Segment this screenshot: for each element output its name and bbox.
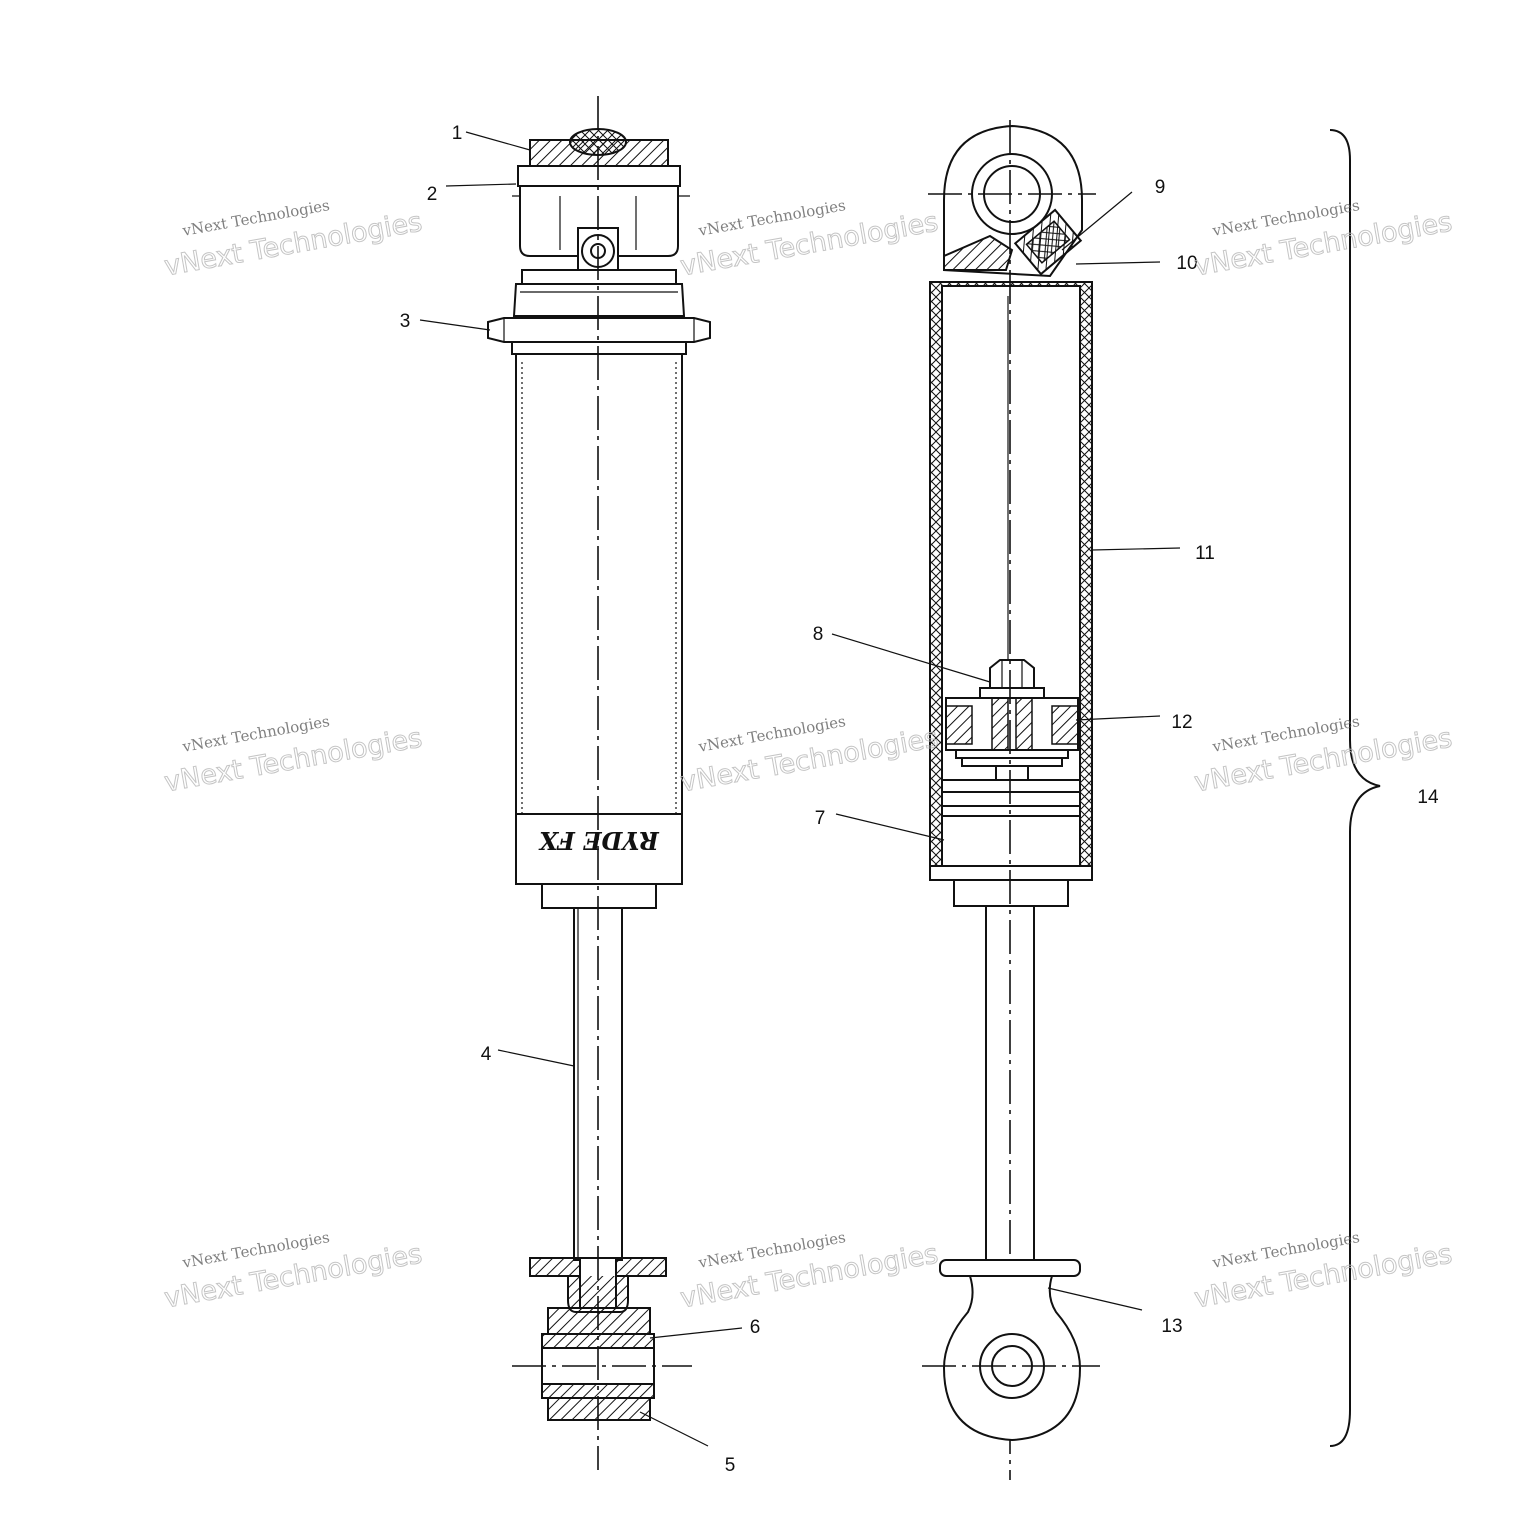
callout-9: 9 [1155,177,1166,198]
watermark: vNext Technologies vNext Technologies [678,196,941,283]
piston-nut [989,659,1035,689]
bottom-washer [939,1259,1081,1277]
watermarks: vNext Technologies vNext Technologies vN… [162,196,1455,1315]
body-tube [515,353,683,885]
leader-lines [419,131,1181,1447]
callout-4: 4 [481,1044,492,1065]
watermark: vNext Technologies vNext Technologies [678,1228,941,1315]
callout-6: 6 [750,1317,761,1338]
callout-2: 2 [427,184,438,205]
right-shock-cutaway-view [922,120,1100,1480]
seal-head-cutaway [941,815,1081,867]
bottom-cap [953,879,1069,907]
eye-top [547,1307,651,1335]
body-head-ring [517,165,681,187]
collar [512,283,686,317]
seal-head [541,883,657,909]
watermark: vNext Technologies vNext Technologies [1192,1228,1455,1315]
left-shock-external-view: RYDE FX [487,96,711,1470]
watermark: vNext Technologies vNext Technologies [1192,712,1455,799]
callout-1: 1 [452,123,463,144]
callout-3: 3 [400,311,411,332]
callout-11: 11 [1195,543,1215,564]
callout-12: 12 [1171,712,1192,733]
reservoir-valve [1013,208,1083,276]
callout-13: 13 [1161,1316,1182,1337]
bottom-eye [942,1275,1082,1442]
brand-mark: RYDE FX [538,826,660,855]
callout-5: 5 [725,1455,736,1476]
shim-stack [955,749,1069,759]
assembly-brace [1329,129,1381,1447]
callout-14: 14 [1417,787,1439,808]
watermark: vNext Technologies vNext Technologies [678,712,941,799]
watermark: vNext Technologies vNext Technologies [162,196,425,283]
callout-7: 7 [815,808,826,829]
spring-adjuster-nut [487,317,711,343]
watermark: vNext Technologies vNext Technologies [1192,196,1455,283]
rod-eye [547,1397,651,1421]
watermark: vNext Technologies vNext Technologies [162,1228,425,1315]
watermark: vNext Technologies vNext Technologies [162,712,425,799]
callout-8: 8 [813,624,824,645]
callout-10: 10 [1176,253,1197,274]
